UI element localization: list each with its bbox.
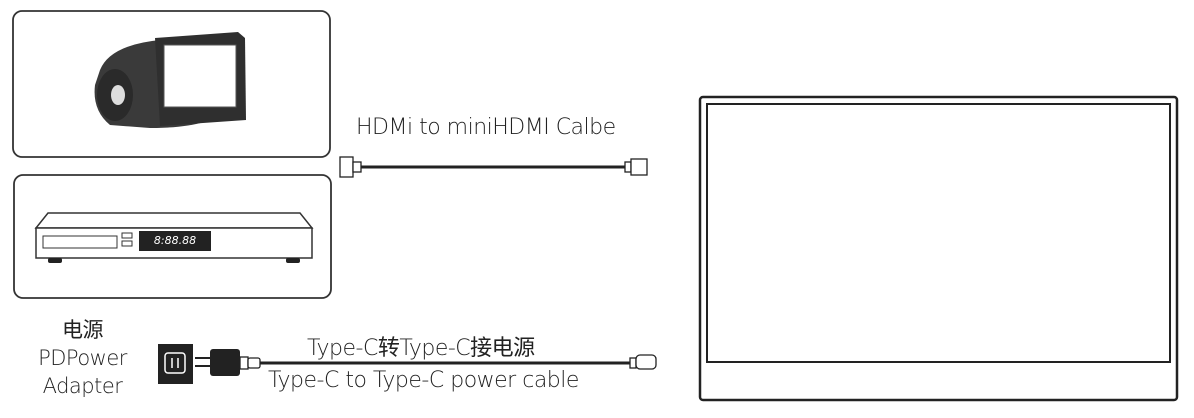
dvd-display-text: 8:88.88 xyxy=(153,234,197,247)
type-c-cable xyxy=(239,354,657,370)
portable-monitor-icon xyxy=(698,95,1179,402)
adapter-label-line1: 电源 xyxy=(62,318,104,342)
dvd-player-icon xyxy=(34,212,314,263)
power-adapter-icon xyxy=(158,344,240,384)
power-cable-label-en: Type-C to Type-C power cable xyxy=(268,368,579,393)
power-adapter-label: 电源 PDPower Adapter xyxy=(20,316,145,400)
adapter-label-line2: PDPower xyxy=(38,346,127,370)
hdmi-cable xyxy=(339,156,648,178)
hdmi-cable-label: HDMi to miniHDMI Calbe xyxy=(356,115,616,140)
power-cable-label-cn: Type-C转Type-C接电源 xyxy=(307,336,535,361)
adapter-label-line3: Adapter xyxy=(42,374,123,398)
camcorder-icon xyxy=(94,32,246,128)
